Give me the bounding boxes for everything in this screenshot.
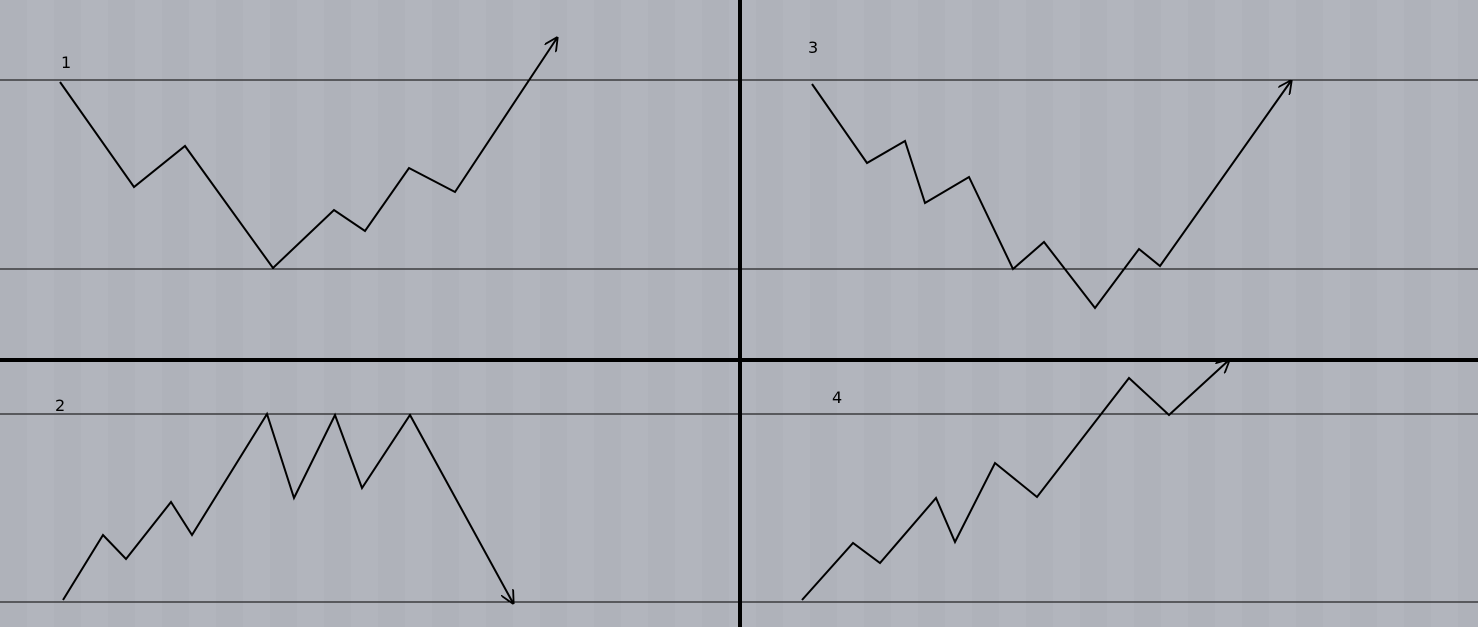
panel-1-label: 1 (61, 53, 71, 72)
panel-2-path (62, 411, 513, 603)
panel-2: 2 (55, 396, 513, 603)
panel-4-label: 4 (832, 388, 842, 407)
panel-4: 4 (801, 360, 1229, 601)
panel-3-path (811, 81, 1291, 310)
panel-3: 3 (808, 38, 1291, 310)
panel-1: 1 (59, 38, 557, 270)
panel-4-path (801, 360, 1229, 601)
panel-1-path (59, 38, 557, 270)
panel-2-label: 2 (55, 396, 65, 415)
panel-3-label: 3 (808, 38, 818, 57)
